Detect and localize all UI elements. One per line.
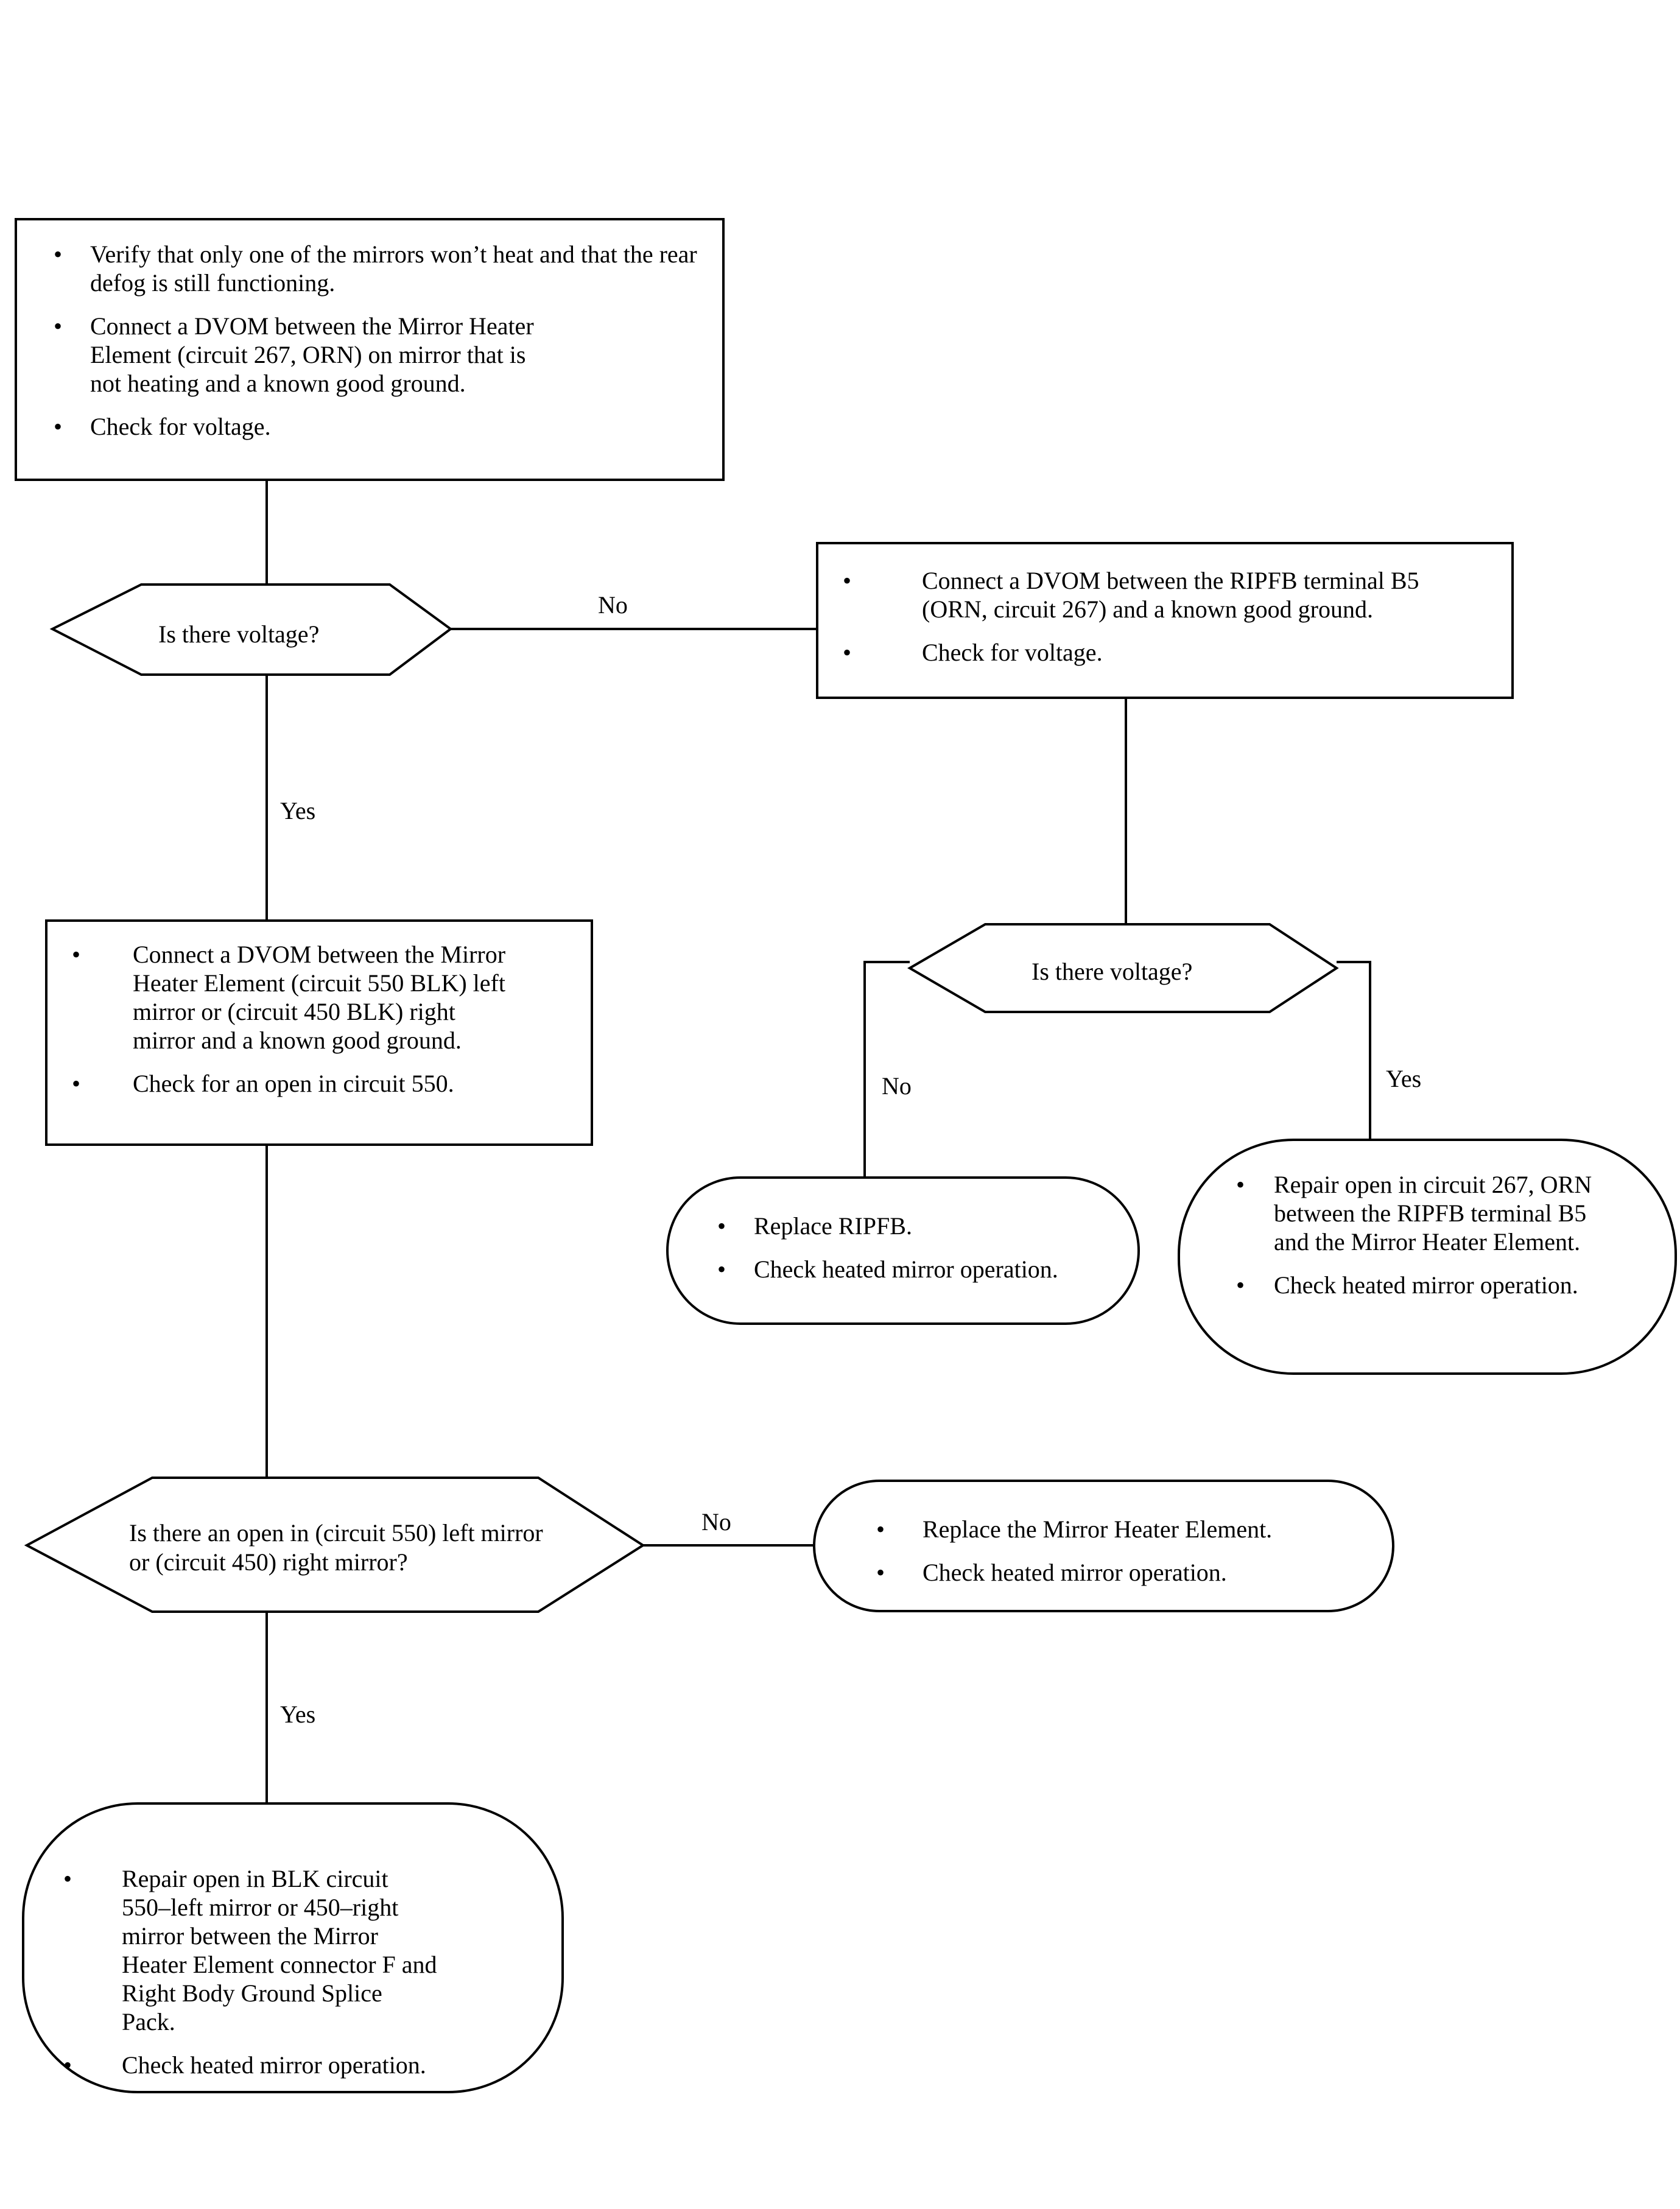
- ripfb-check-item: Connect a DVOM between the RIPFB termina…: [843, 566, 1450, 623]
- branch-label-yes: Yes: [1386, 1065, 1422, 1092]
- replace-ripfb-item: Check heated mirror operation.: [717, 1255, 1119, 1284]
- replace-ripfb-item: Replace RIPFB.: [717, 1212, 1119, 1240]
- element-check-item: Check for an open in circuit 550.: [72, 1069, 554, 1098]
- verify-step-item: Connect a DVOM between the Mirror Heater…: [54, 312, 704, 398]
- verify-step-item: Verify that only one of the mirrors won’…: [54, 240, 704, 297]
- repair-blk-item: Check heated mirror operation.: [63, 2051, 537, 2079]
- repair-blk-terminal: Repair open in BLK circuit 550–left mirr…: [22, 1802, 564, 2093]
- replace-element-terminal: Replace the Mirror Heater Element. Check…: [813, 1480, 1394, 1612]
- branch-label-yes: Yes: [280, 1701, 316, 1728]
- decision-voltage-1-text: Is there voltage?: [158, 620, 320, 648]
- replace-element-item: Check heated mirror operation.: [876, 1558, 1374, 1587]
- decision-open-circuit-text: Is there an open in (circuit 550) left m…: [129, 1519, 543, 1576]
- replace-ripfb-terminal: Replace RIPFB. Check heated mirror opera…: [666, 1176, 1140, 1325]
- ripfb-check-box: Connect a DVOM between the RIPFB termina…: [816, 542, 1514, 699]
- element-check-item: Connect a DVOM between the Mirror Heater…: [72, 940, 554, 1055]
- decision-diamond-voltage-1: [49, 583, 453, 676]
- repair-267-item: Repair open in circuit 267, ORN between …: [1236, 1170, 1650, 1256]
- verify-step-item: Check for voltage.: [54, 412, 704, 441]
- decision-voltage-2-text: Is there voltage?: [1032, 958, 1193, 985]
- repair-blk-item: Repair open in BLK circuit 550–left mirr…: [63, 1864, 537, 2036]
- branch-label-no: No: [701, 1508, 731, 1536]
- repair-267-item: Check heated mirror operation.: [1236, 1271, 1650, 1299]
- branch-label-no: No: [598, 591, 628, 619]
- connector-decision2-to-replace-ripfb: [863, 961, 910, 1176]
- branch-label-yes: Yes: [280, 797, 316, 824]
- connector-decision2-to-repair-267: [1337, 961, 1371, 1139]
- ripfb-check-item: Check for voltage.: [843, 638, 1450, 667]
- verify-step-box: Verify that only one of the mirrors won’…: [15, 218, 725, 481]
- repair-267-terminal: Repair open in circuit 267, ORN between …: [1178, 1139, 1677, 1375]
- decision-diamond-voltage-2: [907, 923, 1339, 1013]
- element-check-box: Connect a DVOM between the Mirror Heater…: [45, 919, 593, 1146]
- branch-label-no: No: [882, 1072, 912, 1100]
- decision-diamond-open-circuit: [24, 1477, 645, 1613]
- replace-element-item: Replace the Mirror Heater Element.: [876, 1515, 1374, 1543]
